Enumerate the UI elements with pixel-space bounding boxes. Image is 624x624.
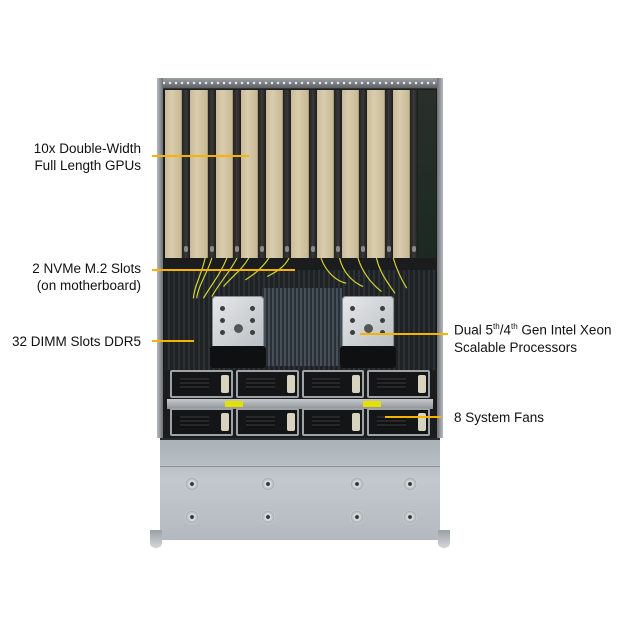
system-fan	[170, 408, 233, 436]
leader-line-dimm	[152, 340, 194, 342]
gpu-card	[316, 90, 343, 258]
chassis-side-right	[437, 78, 443, 438]
dimm-slots	[262, 288, 342, 366]
system-fan	[235, 370, 299, 398]
thumbscrew	[403, 510, 417, 524]
callout-nvme: 2 NVMe M.2 Slots (on motherboard)	[32, 261, 141, 293]
front-panel	[160, 438, 440, 540]
power-cables	[192, 258, 408, 299]
rear-io-rail	[157, 78, 443, 89]
gpu-card	[165, 90, 191, 258]
gpu-bay	[165, 90, 418, 258]
callout-gpus: 10x Double-Width Full Length GPUs	[33, 141, 141, 173]
system-fan	[367, 408, 430, 436]
thumbscrew	[185, 477, 199, 491]
riser-board	[418, 90, 436, 258]
system-fan	[301, 408, 365, 436]
cpu-fan-right	[340, 346, 396, 368]
thumbscrew	[403, 477, 417, 491]
thumbscrew	[261, 510, 275, 524]
cpu-heatsink-right	[342, 296, 394, 350]
cpu-heatsink-left	[212, 296, 264, 350]
gpu-card	[367, 90, 393, 258]
callout-fans: 8 System Fans	[454, 410, 545, 425]
gpu-card	[190, 90, 216, 258]
callout-cpu: Dual 5th/4th Gen Intel Xeon Scalable Pro…	[454, 322, 612, 355]
fan-row-top	[170, 370, 430, 398]
thumbscrew	[350, 510, 364, 524]
gpu-card	[240, 90, 267, 258]
chassis-side-left	[157, 78, 163, 438]
system-fan	[301, 370, 365, 398]
rack-handle-right	[438, 530, 450, 548]
thumbscrew	[350, 477, 364, 491]
gpu-card	[215, 90, 241, 258]
leader-line-cpu	[360, 333, 448, 335]
gpu-card	[266, 90, 292, 258]
leader-line-fans	[385, 416, 441, 418]
leader-line-nvme	[152, 269, 295, 271]
cpu-fan-left	[210, 346, 266, 368]
system-fan	[367, 370, 430, 398]
thumbscrew	[185, 510, 199, 524]
thumbscrew	[261, 477, 275, 491]
leader-line-gpus	[152, 155, 249, 157]
system-fan	[170, 370, 233, 398]
rack-handle-left	[150, 530, 162, 548]
callout-dimm: 32 DIMM Slots DDR5	[11, 334, 141, 349]
system-fan	[235, 408, 299, 436]
gpu-card	[342, 90, 368, 258]
fan-bracket	[167, 399, 433, 409]
gpu-card	[392, 90, 418, 258]
fan-row-bottom	[170, 408, 430, 436]
gpu-card	[291, 90, 317, 258]
